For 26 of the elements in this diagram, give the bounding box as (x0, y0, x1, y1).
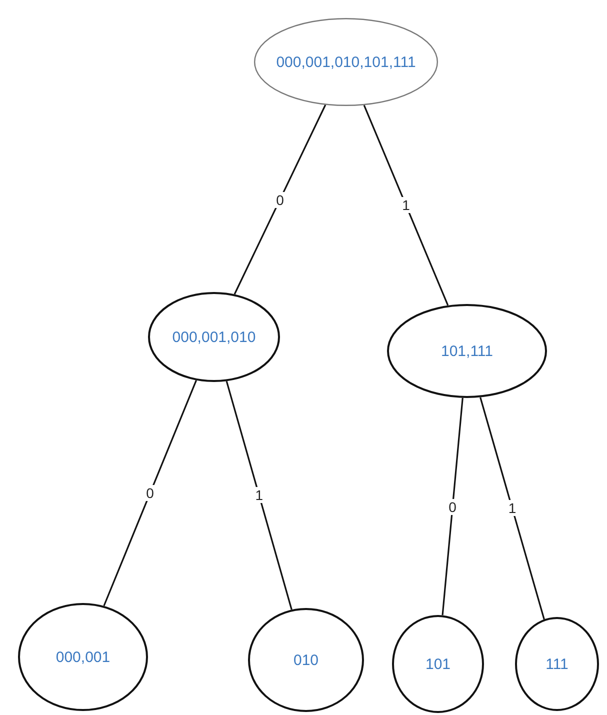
connector-line (226, 380, 292, 610)
ellipse-node (392, 615, 484, 713)
node-label: 000,001,010 (172, 328, 256, 346)
connector-line (363, 104, 449, 306)
ellipse-node (18, 603, 148, 711)
ellipse-node (148, 292, 280, 382)
node-label: 111 (546, 656, 568, 672)
node-label: 000,001,010,101,111 (276, 54, 416, 70)
connector-line (234, 104, 326, 295)
connector-line (480, 397, 545, 620)
node-label: 000,001 (56, 648, 110, 666)
edge-label: 0 (144, 485, 156, 502)
edge-label: 1 (400, 197, 412, 214)
edge-label: 0 (274, 192, 286, 208)
ellipse-node (254, 18, 438, 106)
node-label: 010 (293, 652, 319, 668)
edge-label: 1 (506, 500, 518, 516)
edge-label: 0 (446, 498, 458, 515)
ellipse-node (387, 304, 547, 398)
ellipse-node (248, 608, 364, 712)
node-label: 101,111 (441, 342, 493, 360)
connector-line (442, 398, 464, 616)
connector-line (103, 380, 197, 606)
edge-label: 1 (253, 487, 265, 504)
ellipse-node (515, 617, 599, 711)
node-label: 101 (425, 656, 451, 672)
